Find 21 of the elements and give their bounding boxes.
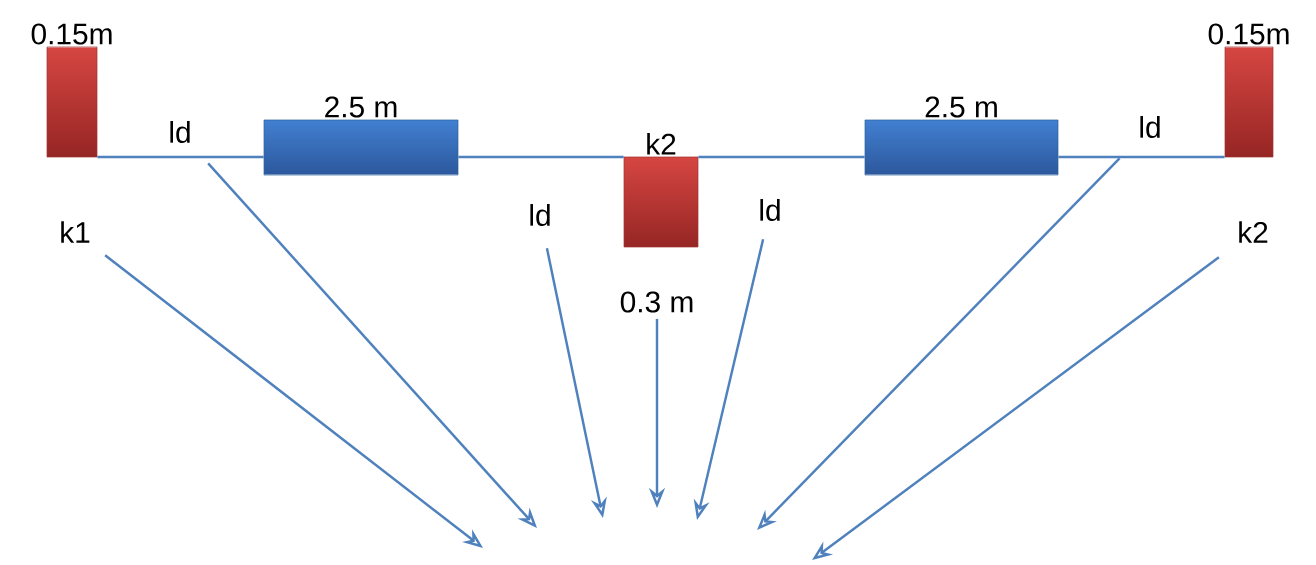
text-label: ld <box>1140 116 1160 138</box>
block: 0.15m <box>31 23 112 158</box>
text-label: k1 <box>61 221 90 243</box>
text-label: 0.3 m <box>620 291 693 313</box>
block: 2.5 m <box>263 96 459 176</box>
text-label: k2 <box>1239 221 1268 243</box>
connecting-line <box>97 155 264 159</box>
connecting-line <box>698 155 865 159</box>
block: k2 <box>623 132 699 248</box>
node-label: 0.15m <box>31 23 112 45</box>
text-label: ld <box>530 204 550 226</box>
node-label: k2 <box>647 132 676 155</box>
node-label: 2.5 m <box>325 96 397 118</box>
node-label: 0.15m <box>1208 23 1289 45</box>
text-label: ld <box>760 199 780 221</box>
connecting-line <box>458 155 624 159</box>
text-label: ld <box>170 121 190 143</box>
node-label: 2.5 m <box>925 96 997 118</box>
connecting-line <box>1058 155 1225 159</box>
block: 0.15m <box>1208 23 1289 158</box>
block: 2.5 m <box>864 96 1059 176</box>
